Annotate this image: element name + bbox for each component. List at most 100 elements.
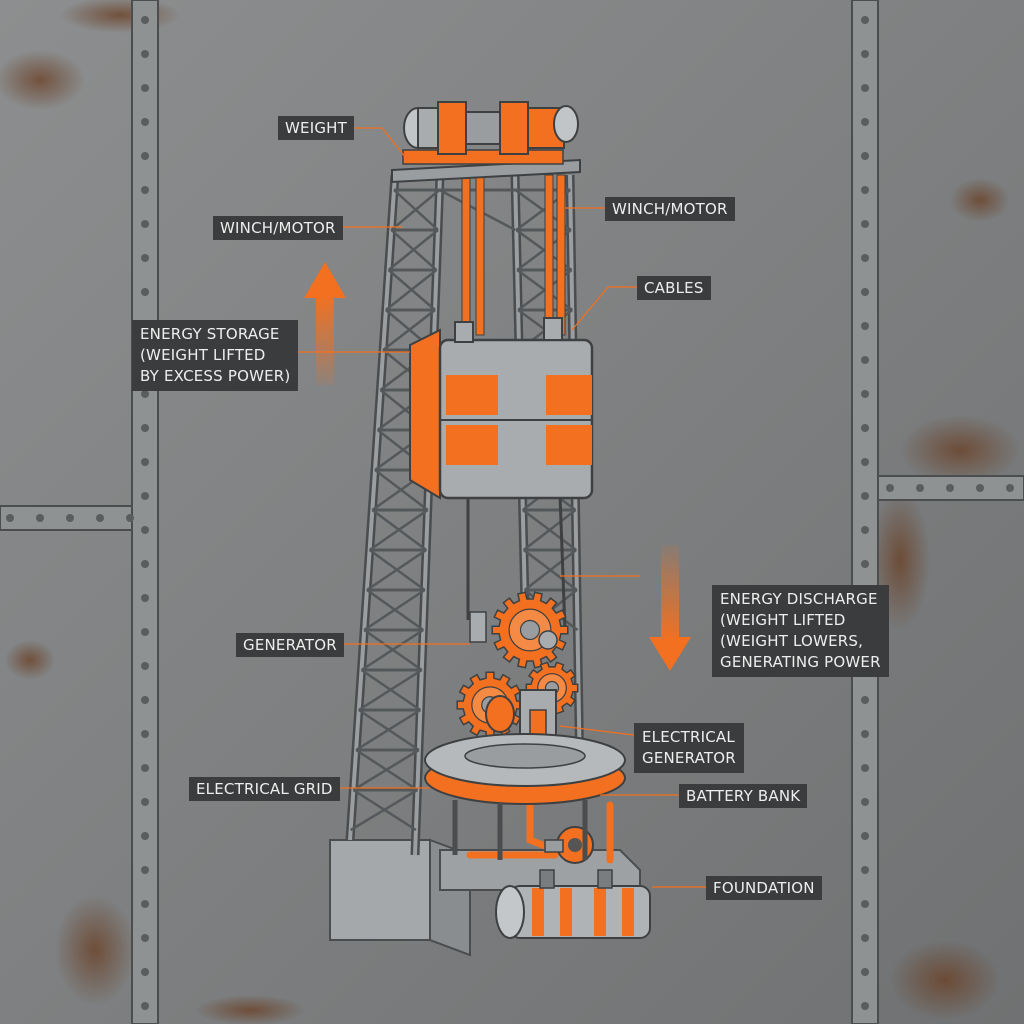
rivet-icon xyxy=(861,152,869,160)
rivet-icon xyxy=(141,424,149,432)
rivet-icon xyxy=(141,1002,149,1010)
rivet-icon xyxy=(141,254,149,262)
lattice-strut xyxy=(387,229,439,271)
rivet-icon xyxy=(886,484,894,492)
rivet-icon xyxy=(141,84,149,92)
rivet-icon xyxy=(861,798,869,806)
rivet-icon xyxy=(861,16,869,24)
winch-motor-right-label: WINCH/MOTOR xyxy=(605,197,735,221)
lattice-strut xyxy=(382,309,436,351)
rivet-icon xyxy=(861,764,869,772)
rivets xyxy=(6,16,1014,1010)
rivet-icon xyxy=(6,514,14,522)
rivet-icon xyxy=(861,458,869,466)
lattice-strut xyxy=(358,668,423,712)
leader-lines xyxy=(288,127,706,888)
winch-motor-left-label: WINCH/MOTOR xyxy=(213,216,343,240)
rivet-icon xyxy=(141,730,149,738)
rivet-icon xyxy=(861,866,869,874)
rivet-icon xyxy=(141,526,149,534)
rivet-icon xyxy=(141,152,149,160)
rivet-icon xyxy=(861,322,869,330)
rivet-icon xyxy=(946,484,954,492)
rivet-icon xyxy=(141,968,149,976)
rivet-icon xyxy=(861,492,869,500)
rivet-icon xyxy=(916,484,924,492)
rivet-icon xyxy=(126,514,134,522)
rivet-icon xyxy=(141,832,149,840)
rivet-icon xyxy=(141,186,149,194)
rivet-icon xyxy=(1006,484,1014,492)
lattice-strut xyxy=(368,508,429,552)
lattice-strut xyxy=(523,549,577,591)
rivet-icon xyxy=(141,492,149,500)
gear-icon xyxy=(491,591,569,669)
rivet-icon xyxy=(141,118,149,126)
lattice-strut xyxy=(350,788,419,832)
battery-cylinder xyxy=(495,869,651,939)
rivet-icon xyxy=(861,968,869,976)
generator-label: GENERATOR xyxy=(236,633,344,657)
cables-lines xyxy=(461,174,567,631)
arrow-up-icon xyxy=(304,262,346,385)
energy-discharge-label: ENERGY DISCHARGE (WEIGHT LIFTED (WEIGHT … xyxy=(712,585,889,677)
rivet-icon xyxy=(861,356,869,364)
rivet-icon xyxy=(141,696,149,704)
lattice-strut xyxy=(366,548,427,592)
rivet-icon xyxy=(96,514,104,522)
rivet-icon xyxy=(861,118,869,126)
rivet-icon xyxy=(861,696,869,704)
winch-assembly xyxy=(391,101,581,184)
rivet-icon xyxy=(861,560,869,568)
electrical-grid-label: ELECTRICAL GRID xyxy=(189,777,340,801)
rivet-icon xyxy=(861,832,869,840)
rivet-icon xyxy=(141,764,149,772)
weight-block xyxy=(409,317,594,500)
rivet-icon xyxy=(141,798,149,806)
rivet-icon xyxy=(976,484,984,492)
rivet-icon xyxy=(861,424,869,432)
rivet-icon xyxy=(141,390,149,398)
energy-storage-label: ENERGY STORAGE (WEIGHT LIFTED BY EXCESS … xyxy=(132,320,299,391)
rivet-icon xyxy=(141,934,149,942)
cables-label: CABLES xyxy=(637,276,711,300)
rivet-icon xyxy=(861,254,869,262)
foundation-label: FOUNDATION xyxy=(706,876,822,900)
rivet-icon xyxy=(141,16,149,24)
weight-label: WEIGHT xyxy=(278,116,354,140)
battery-bank-label: BATTERY BANK xyxy=(679,784,808,808)
rivet-icon xyxy=(141,458,149,466)
rivet-icon xyxy=(141,288,149,296)
rivet-icon xyxy=(861,900,869,908)
rivet-icon xyxy=(141,50,149,58)
rivet-icon xyxy=(141,866,149,874)
lattice-strut xyxy=(352,748,420,792)
rivet-icon xyxy=(66,514,74,522)
lattice-strut xyxy=(522,509,577,551)
rivet-icon xyxy=(861,186,869,194)
rivet-icon xyxy=(141,220,149,228)
rivet-icon xyxy=(141,594,149,602)
turntable-disc xyxy=(424,733,626,860)
lattice-strut xyxy=(390,189,441,231)
arrow-down-icon xyxy=(649,545,691,671)
rivet-icon xyxy=(141,662,149,670)
rivet-icon xyxy=(141,900,149,908)
rivet-icon xyxy=(861,390,869,398)
rivet-icon xyxy=(861,220,869,228)
rivet-icon xyxy=(861,1002,869,1010)
rivet-icon xyxy=(36,514,44,522)
rivet-icon xyxy=(141,560,149,568)
lattice-strut xyxy=(360,628,424,672)
rivet-icon xyxy=(141,628,149,636)
rivet-icon xyxy=(861,526,869,534)
rivet-icon xyxy=(861,288,869,296)
electrical-generator-label: ELECTRICAL GENERATOR xyxy=(634,723,744,773)
lattice-strut xyxy=(363,588,426,632)
rivet-icon xyxy=(861,84,869,92)
rivet-icon xyxy=(861,730,869,738)
rivet-icon xyxy=(861,934,869,942)
